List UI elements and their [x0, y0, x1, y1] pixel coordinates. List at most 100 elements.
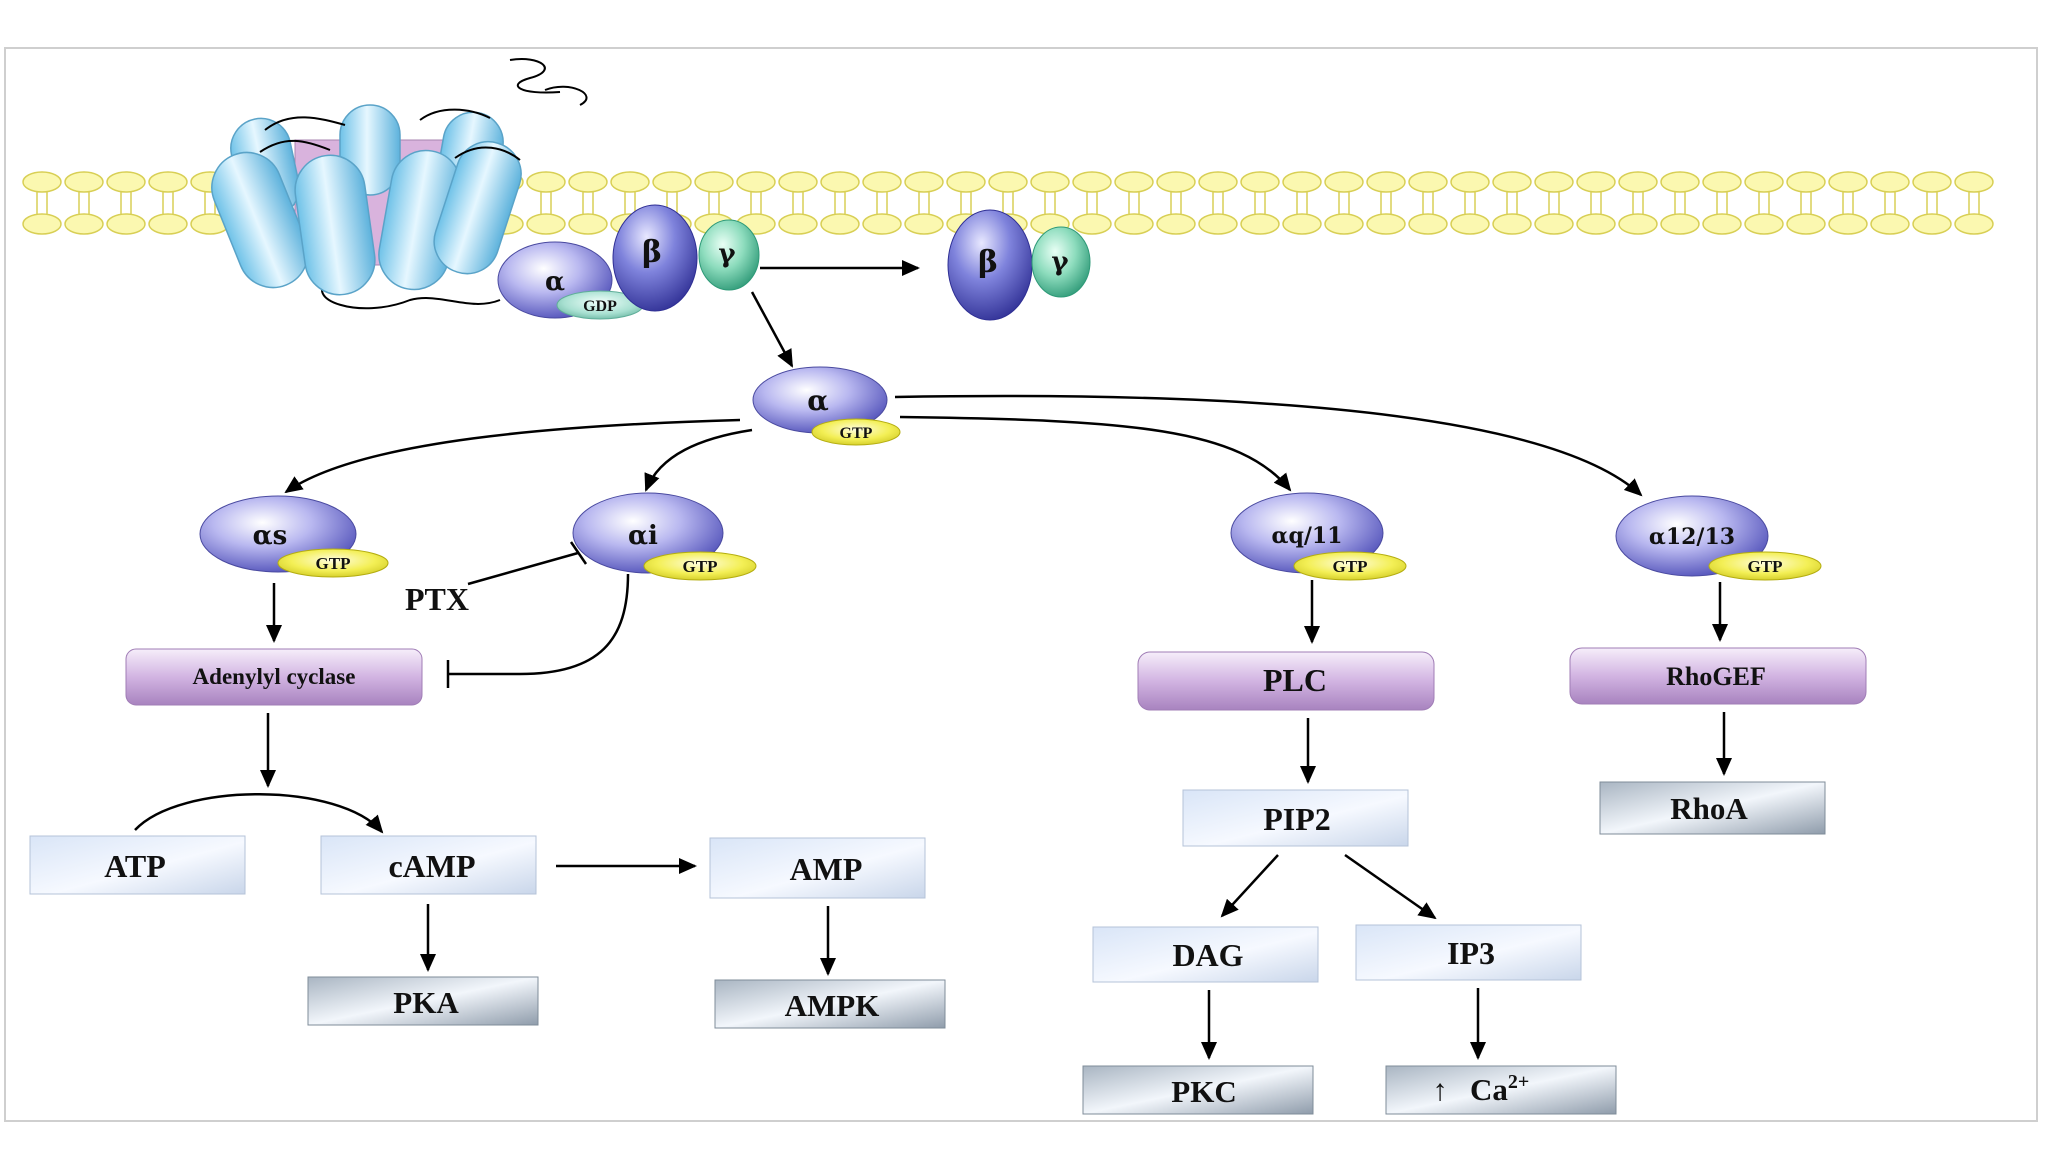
- lipid-head-inner: [1660, 213, 1700, 235]
- beta-gamma-dimer: [947, 209, 1091, 321]
- receptor-beta-label: β: [642, 235, 662, 270]
- calcium-label: Ca2+: [1470, 1071, 1529, 1107]
- plc-label: PLC: [1263, 662, 1327, 698]
- dag-label: DAG: [1172, 937, 1243, 973]
- rhogef-label: RhoGEF: [1666, 662, 1766, 691]
- alpha-s-subunit: [199, 495, 389, 578]
- lipid-head-inner: [1912, 213, 1952, 235]
- lipid-head-inner: [568, 213, 608, 235]
- lipid-head-outer: [1870, 171, 1910, 193]
- ampk-label: AMPK: [785, 988, 880, 1023]
- lipid-head-outer: [1660, 171, 1700, 193]
- pathway-arrows: [134, 260, 1732, 1060]
- ip3-label: IP3: [1447, 935, 1495, 971]
- lipid-head-inner: [1954, 213, 1994, 235]
- rhoa-label: RhoA: [1670, 791, 1748, 826]
- lipid-head-inner: [1072, 213, 1112, 235]
- calcium-box: [1385, 1065, 1617, 1115]
- receptor-gamma-label: γ: [718, 239, 736, 269]
- adenylyl-cyclase-box: [125, 648, 423, 706]
- calcium-charge: 2+: [1508, 1071, 1529, 1093]
- gdp-label: GDP: [583, 298, 617, 315]
- to-alpha-12-arrow: [894, 394, 1643, 497]
- alpha-q11-subunit: [1230, 492, 1407, 581]
- lipid-head-inner: [1744, 213, 1784, 235]
- lipid-head-outer: [1240, 171, 1280, 193]
- lipid-head-outer: [904, 171, 944, 193]
- lipid-head-outer: [106, 171, 146, 193]
- lipid-head-inner: [1366, 213, 1406, 235]
- lipid-head-outer: [1450, 171, 1490, 193]
- atp-box: [29, 835, 246, 895]
- to-alpha-s-arrow: [284, 418, 741, 494]
- lipid-head-inner: [1156, 213, 1196, 235]
- lipid-head-outer: [526, 171, 566, 193]
- lipid-head-inner: [1492, 213, 1532, 235]
- lipid-head-outer: [1702, 171, 1742, 193]
- lipid-head-inner: [1786, 213, 1826, 235]
- pip2-to-ip3-arrow: [1344, 853, 1437, 920]
- lipid-head-outer: [1030, 171, 1070, 193]
- lipid-head-inner: [1870, 213, 1910, 235]
- lipid-head-outer: [1534, 171, 1574, 193]
- dimer-gamma-label: γ: [1051, 247, 1069, 277]
- pka-label: PKA: [393, 985, 459, 1020]
- lipid-head-outer: [568, 171, 608, 193]
- pka-box: [307, 976, 539, 1026]
- lipid-head-inner: [1576, 213, 1616, 235]
- inactive-g-protein: [497, 204, 760, 320]
- ptx-inhibition-line: [467, 551, 579, 586]
- lipid-head-outer: [1492, 171, 1532, 193]
- lipid-head-outer: [1618, 171, 1658, 193]
- rhogef-box: [1569, 647, 1867, 705]
- lipid-head-inner: [64, 213, 104, 235]
- lipid-head-outer: [1366, 171, 1406, 193]
- ptx-inhibition-bar: [569, 541, 588, 565]
- alpha-i-label: αi: [628, 521, 658, 551]
- lipid-head-inner: [1534, 213, 1574, 235]
- lipid-head-outer: [694, 171, 734, 193]
- lipid-head-outer: [64, 171, 104, 193]
- lipid-head-outer: [1156, 171, 1196, 193]
- lipid-head-inner: [1828, 213, 1868, 235]
- lipid-head-outer: [1954, 171, 1994, 193]
- pip2-to-dag-arrow: [1220, 854, 1279, 918]
- calcium-symbol: Ca: [1470, 1072, 1508, 1107]
- ip3-box: [1355, 924, 1582, 981]
- lipid-head-outer: [148, 171, 188, 193]
- lipid-head-inner: [778, 213, 818, 235]
- lipid-head-inner: [1114, 213, 1154, 235]
- alpha-s-gtp: GTP: [316, 554, 351, 573]
- alpha-i-gtp: GTP: [683, 557, 718, 576]
- amp-label: AMP: [790, 851, 863, 887]
- active-alpha-subunit: [752, 366, 901, 446]
- dag-box: [1092, 926, 1319, 983]
- lipid-head-outer: [820, 171, 860, 193]
- alpha-12-13-gtp: GTP: [1748, 557, 1783, 576]
- lipid-head-inner: [1408, 213, 1448, 235]
- adenylyl-cyclase-label: Adenylyl cyclase: [193, 664, 356, 689]
- pkc-box: [1082, 1065, 1314, 1115]
- lipid-head-inner: [1324, 213, 1364, 235]
- lipid-head-outer: [1282, 171, 1322, 193]
- lipid-head-outer: [1744, 171, 1784, 193]
- active-alpha-label: α: [807, 384, 829, 417]
- to-alpha-i-arrow: [644, 428, 753, 492]
- camp-box: [320, 835, 537, 895]
- diagram-frame: [4, 47, 2038, 1122]
- alpha-12-13-subunit: [1615, 495, 1822, 581]
- cell-membrane: [22, 171, 1994, 235]
- pkc-label: PKC: [1171, 1074, 1236, 1109]
- active-gtp-label: GTP: [840, 425, 873, 442]
- ptx-label: PTX: [405, 581, 469, 617]
- lipid-head-inner: [904, 213, 944, 235]
- receptor-alpha-label: α: [545, 267, 565, 297]
- lipid-head-inner: [1282, 213, 1322, 235]
- lipid-head-outer: [778, 171, 818, 193]
- lipid-head-inner: [1450, 213, 1490, 235]
- pip2-box: [1182, 789, 1409, 847]
- alpha-q11-label: αq/11: [1272, 523, 1343, 549]
- lipid-head-outer: [652, 171, 692, 193]
- lipid-head-inner: [1618, 213, 1658, 235]
